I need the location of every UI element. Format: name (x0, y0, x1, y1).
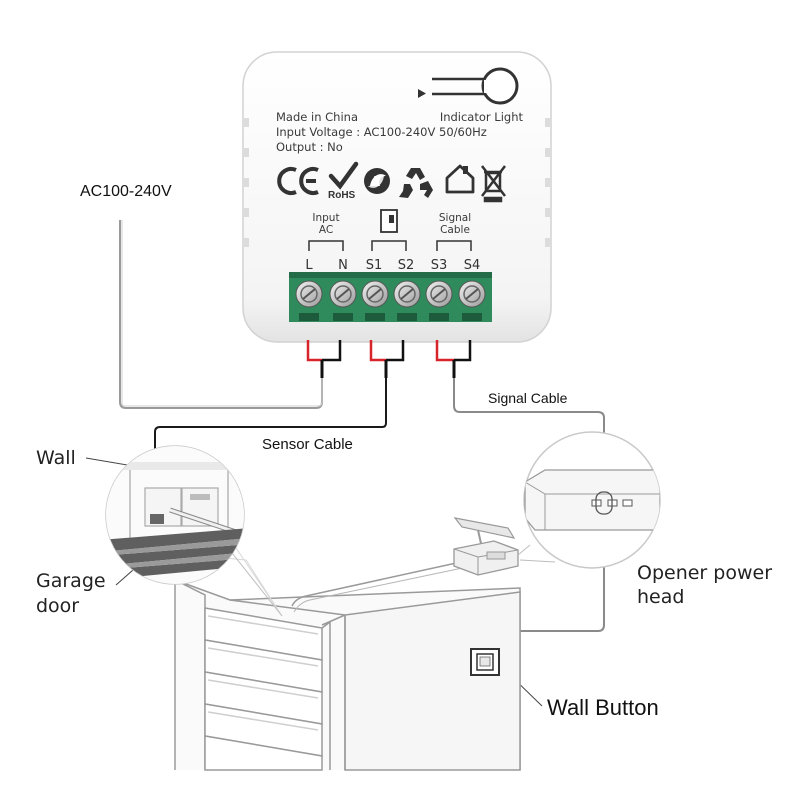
switch-symbol-icon (380, 209, 398, 233)
weee-bin-icon (481, 165, 506, 203)
cable-group-label: Cable (440, 224, 470, 236)
opener-head-magnifier (517, 431, 661, 569)
terminal-block (289, 272, 492, 322)
wire-pairs (306, 340, 472, 378)
made-in-text: Made in China (276, 110, 358, 124)
indicator-light-label: Indicator Light (440, 110, 524, 124)
output-text: Output : No (276, 140, 343, 154)
sensor-cable-label: Sensor Cable (262, 436, 353, 453)
opener-label-line1: Opener power (637, 562, 772, 584)
rohs-check-icon: RoHS (328, 161, 359, 201)
ac-voltage-label: AC100-240V (80, 183, 172, 200)
terminal-label-s4: S4 (464, 258, 481, 273)
opener-head-icon (453, 517, 519, 576)
ce-mark-icon (277, 167, 319, 195)
opener-label-line2: head (637, 586, 684, 608)
terminal-screws (295, 280, 486, 308)
side-vents (243, 118, 551, 247)
input-group-label: Input (312, 212, 339, 224)
recycle-icon (399, 168, 433, 198)
terminal-label-s2: S2 (398, 258, 415, 273)
wall-button-label: Wall Button (547, 695, 659, 720)
ac-group-label: AC (319, 224, 333, 236)
terminal-label-n: N (338, 258, 348, 273)
wall-button-icon (470, 648, 500, 676)
green-dot-icon (364, 168, 390, 194)
garage-door-label-line1: Garage (36, 570, 106, 592)
terminal-label-s3: S3 (431, 258, 448, 273)
garage-illustration (174, 559, 521, 771)
input-voltage-text: Input Voltage : AC100-240V 50/60Hz (276, 125, 487, 139)
wall-sensor-magnifier (105, 445, 283, 617)
garage-door-panels (204, 607, 323, 771)
sensor-cable (154, 378, 387, 500)
smart-switch-module: Made in China Indicator Light Input Volt… (242, 51, 552, 343)
signal-cable (453, 378, 605, 648)
indicator-light-icon (418, 67, 519, 105)
house-icon (445, 164, 475, 194)
garage-door-label-line2: door (36, 595, 79, 617)
terminal-label-s1: S1 (366, 258, 383, 273)
rohs-text: RoHS (328, 190, 356, 201)
signal-cable-label: Signal Cable (488, 390, 568, 406)
wall-label: Wall (36, 447, 76, 469)
signal-group-label: Signal (439, 212, 471, 224)
terminal-brackets (308, 240, 472, 251)
terminal-label-l: L (305, 258, 313, 273)
wall-pointer (85, 457, 134, 467)
